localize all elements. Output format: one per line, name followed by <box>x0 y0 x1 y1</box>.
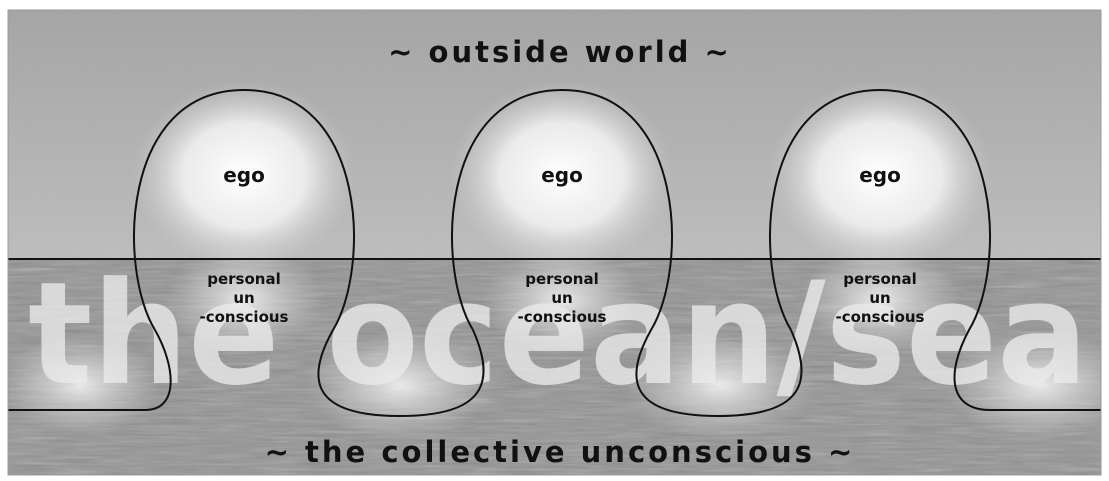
personal-label-2: personal <box>525 270 598 288</box>
personal-label-3: personal <box>843 270 916 288</box>
ego-label-3: ego <box>859 163 901 187</box>
conscious-label-1: -conscious <box>200 308 289 326</box>
un-label-1: un <box>233 289 254 307</box>
un-label-3: un <box>869 289 890 307</box>
un-label-2: un <box>551 289 572 307</box>
ego-label-2: ego <box>541 163 583 187</box>
personal-label-1: personal <box>207 270 280 288</box>
collective-unconscious-label: ~ the collective unconscious ~ <box>265 435 856 469</box>
outside-world-label: ~ outside world ~ <box>388 35 732 69</box>
conscious-label-3: -conscious <box>836 308 925 326</box>
ego-label-1: ego <box>223 163 265 187</box>
conscious-label-2: -conscious <box>518 308 607 326</box>
